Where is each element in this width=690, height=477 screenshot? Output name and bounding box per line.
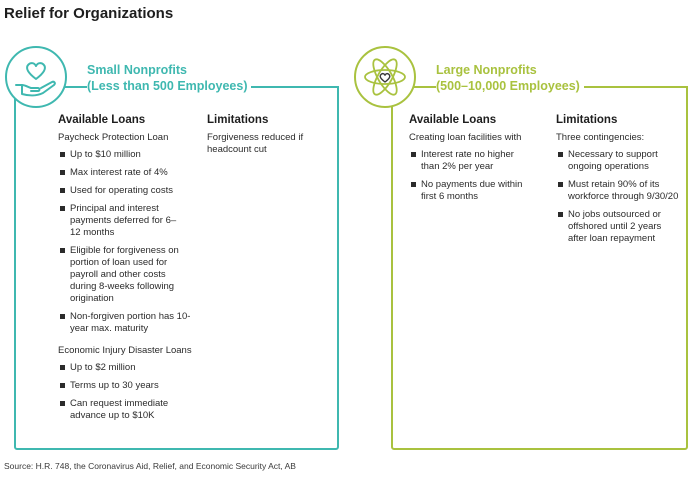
atom-heart-icon [354, 46, 416, 108]
large-limits-label: Three contingencies: [556, 132, 645, 143]
large-limits-column: Limitations Three contingencies: Necessa… [556, 114, 680, 255]
eidl-label: Economic Injury Disaster Loans [58, 345, 192, 356]
list-item: No jobs outsourced or offshored until 2 … [556, 209, 680, 245]
list-item: Eligible for forgiveness on portion of l… [58, 245, 188, 305]
eidl-list: Up to $2 million Terms up to 30 years Ca… [58, 362, 198, 422]
source-note: Source: H.R. 748, the Coronavirus Aid, R… [4, 461, 296, 471]
heart-hand-icon [5, 46, 67, 108]
ppp-label: Paycheck Protection Loan [58, 132, 169, 143]
large-panel-heading: Large Nonprofits (500–10,000 Employees) [436, 62, 584, 94]
small-limits-header: Limitations [207, 114, 269, 126]
list-item: Terms up to 30 years [58, 380, 198, 392]
ppp-list: Up to $10 million Max interest rate of 4… [58, 149, 198, 335]
large-loans-header: Available Loans [409, 114, 497, 126]
list-item: Used for operating costs [58, 185, 198, 197]
large-loans-list: Interest rate no higher than 2% per year… [409, 149, 547, 203]
small-loans-column: Available Loans Paycheck Protection Loan… [58, 114, 198, 432]
small-limits-column: Limitations Forgiveness reduced if headc… [207, 114, 317, 156]
small-limits-text: Forgiveness reduced if headcount cut [207, 132, 304, 155]
page-title: Relief for Organizations [4, 5, 174, 22]
list-item: Non-forgiven portion has 10-year max. ma… [58, 311, 200, 335]
large-limits-header: Limitations [556, 114, 618, 126]
small-loans-header: Available Loans [58, 114, 146, 126]
list-item: Max interest rate of 4% [58, 167, 198, 179]
list-item: Up to $2 million [58, 362, 198, 374]
large-loans-label: Creating loan facilities with [409, 132, 522, 143]
list-item: Principal and interest payments deferred… [58, 203, 185, 239]
list-item: Necessary to support ongoing operations [556, 149, 680, 173]
list-item: No payments due within first 6 months [409, 179, 533, 203]
list-item: Must retain 90% of its workforce through… [556, 179, 680, 203]
small-panel-heading: Small Nonprofits (Less than 500 Employee… [87, 62, 252, 94]
list-item: Up to $10 million [58, 149, 198, 161]
list-item: Interest rate no higher than 2% per year [409, 149, 533, 173]
large-limits-list: Necessary to support ongoing operations … [556, 149, 680, 245]
large-loans-column: Available Loans Creating loan facilities… [409, 114, 547, 213]
list-item: Can request immediate advance up to $10K [58, 398, 198, 422]
